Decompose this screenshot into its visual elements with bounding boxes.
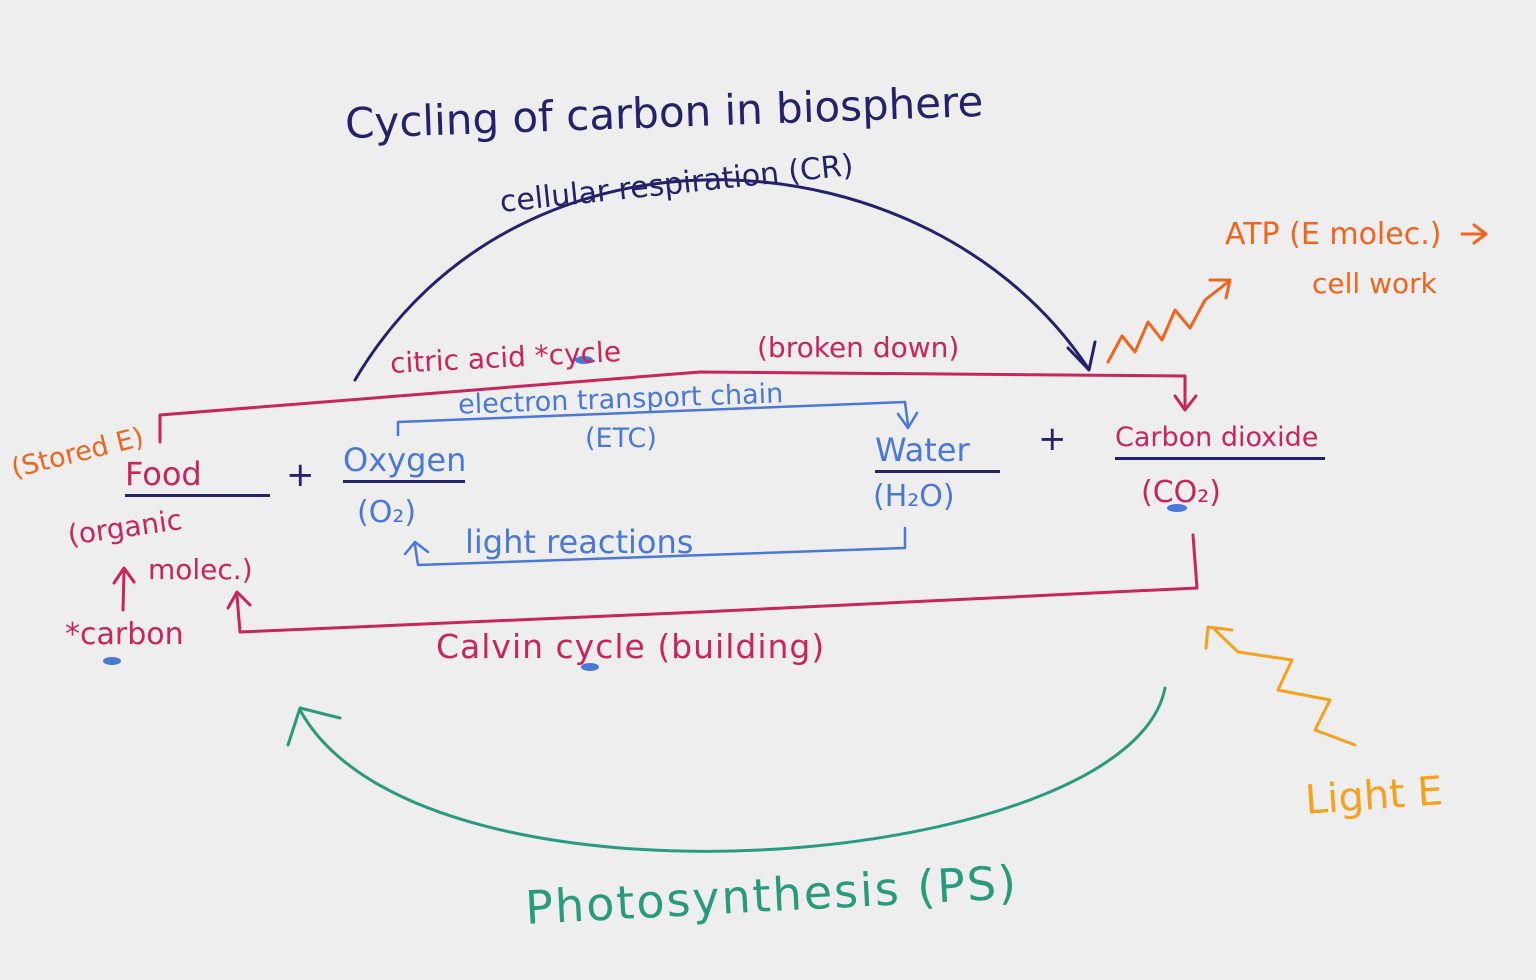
carbon-underline-mark: [103, 657, 121, 665]
light-reactions-label: light reactions: [465, 523, 694, 561]
light-e-arrowhead: [1204, 625, 1234, 650]
carbon-label: *carbon: [65, 617, 184, 652]
calvin-cycle-arrowhead: [226, 590, 252, 610]
h2o-label: (H₂O): [873, 479, 955, 514]
oxygen-label: Oxygen: [343, 444, 466, 483]
atp-work-arrow: [1460, 223, 1488, 245]
etc-arrowhead: [896, 411, 919, 430]
cellular-respiration-arrow: [353, 178, 1090, 382]
carbon-up-arrowhead: [112, 566, 136, 585]
carbon-up-arrow: [121, 570, 126, 612]
cellular-respiration-arrowhead: [1066, 340, 1097, 372]
light-reactions-bracket: [413, 526, 907, 567]
water-label: Water: [875, 434, 1000, 473]
cell-work-label: cell work: [1312, 267, 1437, 300]
citric-acid-arrowhead: [1173, 394, 1198, 412]
atp-label: ATP (E molec.): [1225, 217, 1442, 252]
light-reactions-arrowhead: [403, 540, 430, 556]
light-e-label: Light E: [1303, 768, 1445, 824]
etc-bracket: [396, 400, 910, 437]
etc-abbr-label: (ETC): [585, 423, 657, 454]
photosynthesis-arrow: [298, 686, 1167, 853]
calvin-cycle-bracket: [235, 533, 1199, 634]
organic-label-line2: molec.): [148, 553, 253, 586]
plus-sign-1: +: [286, 455, 315, 495]
light-e-squiggle: [1213, 628, 1357, 747]
photosynthesis-arrowhead: [286, 706, 342, 747]
o2-label: (O₂): [357, 495, 417, 530]
cycle-underline-mark: [575, 356, 593, 364]
food-label: Food: [125, 458, 270, 497]
co2-label: (CO₂): [1141, 475, 1221, 510]
broken-down-label: (broken down): [757, 331, 960, 364]
calvin-cycle-label: Calvin cycle (building): [436, 627, 826, 666]
carbon-dioxide-label: Carbon dioxide: [1115, 424, 1325, 460]
plus-sign-2: +: [1038, 419, 1067, 459]
atp-squiggle: [1106, 280, 1230, 364]
atp-squiggle-arrowhead: [1208, 278, 1232, 300]
calvin-cycle-underline-mark: [581, 663, 599, 671]
citric-acid-bracket: [158, 370, 1187, 444]
co2-underline-mark: [1167, 504, 1187, 512]
